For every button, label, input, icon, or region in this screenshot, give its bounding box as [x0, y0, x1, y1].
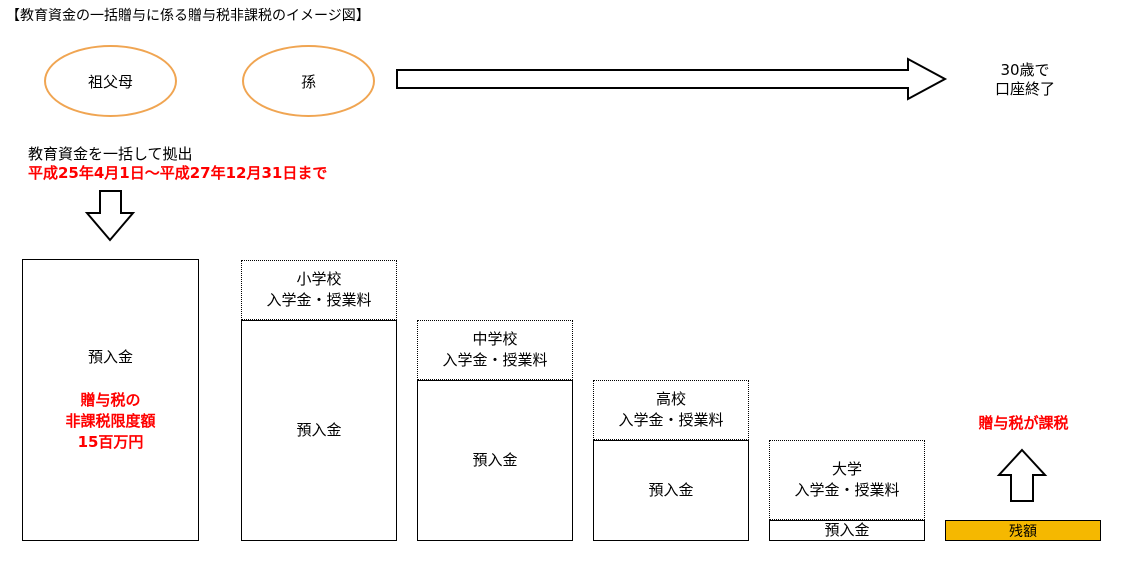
initial-deposit-box: 預入金 贈与税の 非課税限度額 15百万円 — [22, 259, 199, 541]
stage-deposit-label: 預入金 — [472, 451, 518, 469]
lump-sum-period: 平成25年4月1日～平成27年12月31日まで — [28, 164, 328, 182]
stage-school-label: 高校 — [655, 390, 686, 408]
remaining-balance-box: 残額 — [945, 520, 1101, 541]
stage-elementary-fees-box: 小学校 入学金・授業料 — [241, 260, 397, 320]
down-arrow — [84, 190, 136, 242]
stage-junior-high-fees-box: 中学校 入学金・授業料 — [417, 320, 573, 380]
stage-high-school-deposit-box: 預入金 — [593, 440, 749, 541]
grandparent-label: 祖父母 — [87, 72, 133, 91]
stage-school-label: 大学 — [831, 460, 862, 478]
stage-school-label: 小学校 — [296, 270, 342, 288]
tax-free-limit-line2: 非課税限度額 — [65, 412, 156, 430]
account-end-note: 30歳で 口座終了 — [975, 61, 1075, 99]
stage-deposit-label: 預入金 — [824, 521, 870, 539]
stage-school-label: 中学校 — [472, 330, 518, 348]
stage-fees-label: 入学金・授業料 — [794, 481, 900, 499]
account-end-line2: 口座終了 — [994, 80, 1055, 98]
stage-deposit-label: 預入金 — [648, 481, 694, 499]
grandchild-ellipse: 孫 — [242, 45, 375, 117]
stage-fees-label: 入学金・授業料 — [442, 351, 548, 369]
stage-fees-label: 入学金・授業料 — [266, 291, 372, 309]
tax-free-limit-amount: 15百万円 — [77, 433, 144, 451]
lump-sum-note: 教育資金を一括して拠出 平成25年4月1日～平成27年12月31日まで — [28, 145, 327, 183]
grandchild-label: 孫 — [300, 72, 316, 91]
grandparent-ellipse: 祖父母 — [44, 45, 177, 117]
stage-university-fees-box: 大学 入学金・授業料 — [769, 440, 925, 520]
up-arrow — [996, 448, 1048, 502]
stage-fees-label: 入学金・授業料 — [618, 411, 724, 429]
stage-junior-high-deposit-box: 預入金 — [417, 380, 573, 541]
lump-sum-label: 教育資金を一括して拠出 — [28, 145, 193, 163]
tax-free-limit-line1: 贈与税の — [80, 391, 141, 409]
initial-deposit-label: 預入金 — [87, 348, 133, 366]
gift-tax-imposed-label: 贈与税が課税 — [978, 414, 1069, 432]
remaining-balance-label: 残額 — [1009, 523, 1037, 540]
stage-university-deposit-box: 預入金 — [769, 520, 925, 541]
account-end-line1: 30歳で — [1000, 61, 1050, 79]
stage-deposit-label: 預入金 — [296, 421, 342, 439]
stage-elementary-deposit-box: 預入金 — [241, 320, 397, 541]
timeline-arrow — [396, 57, 948, 101]
stage-high-school-fees-box: 高校 入学金・授業料 — [593, 380, 749, 440]
diagram-title: 【教育資金の一括贈与に係る贈与税非課税のイメージ図】 — [6, 8, 370, 24]
